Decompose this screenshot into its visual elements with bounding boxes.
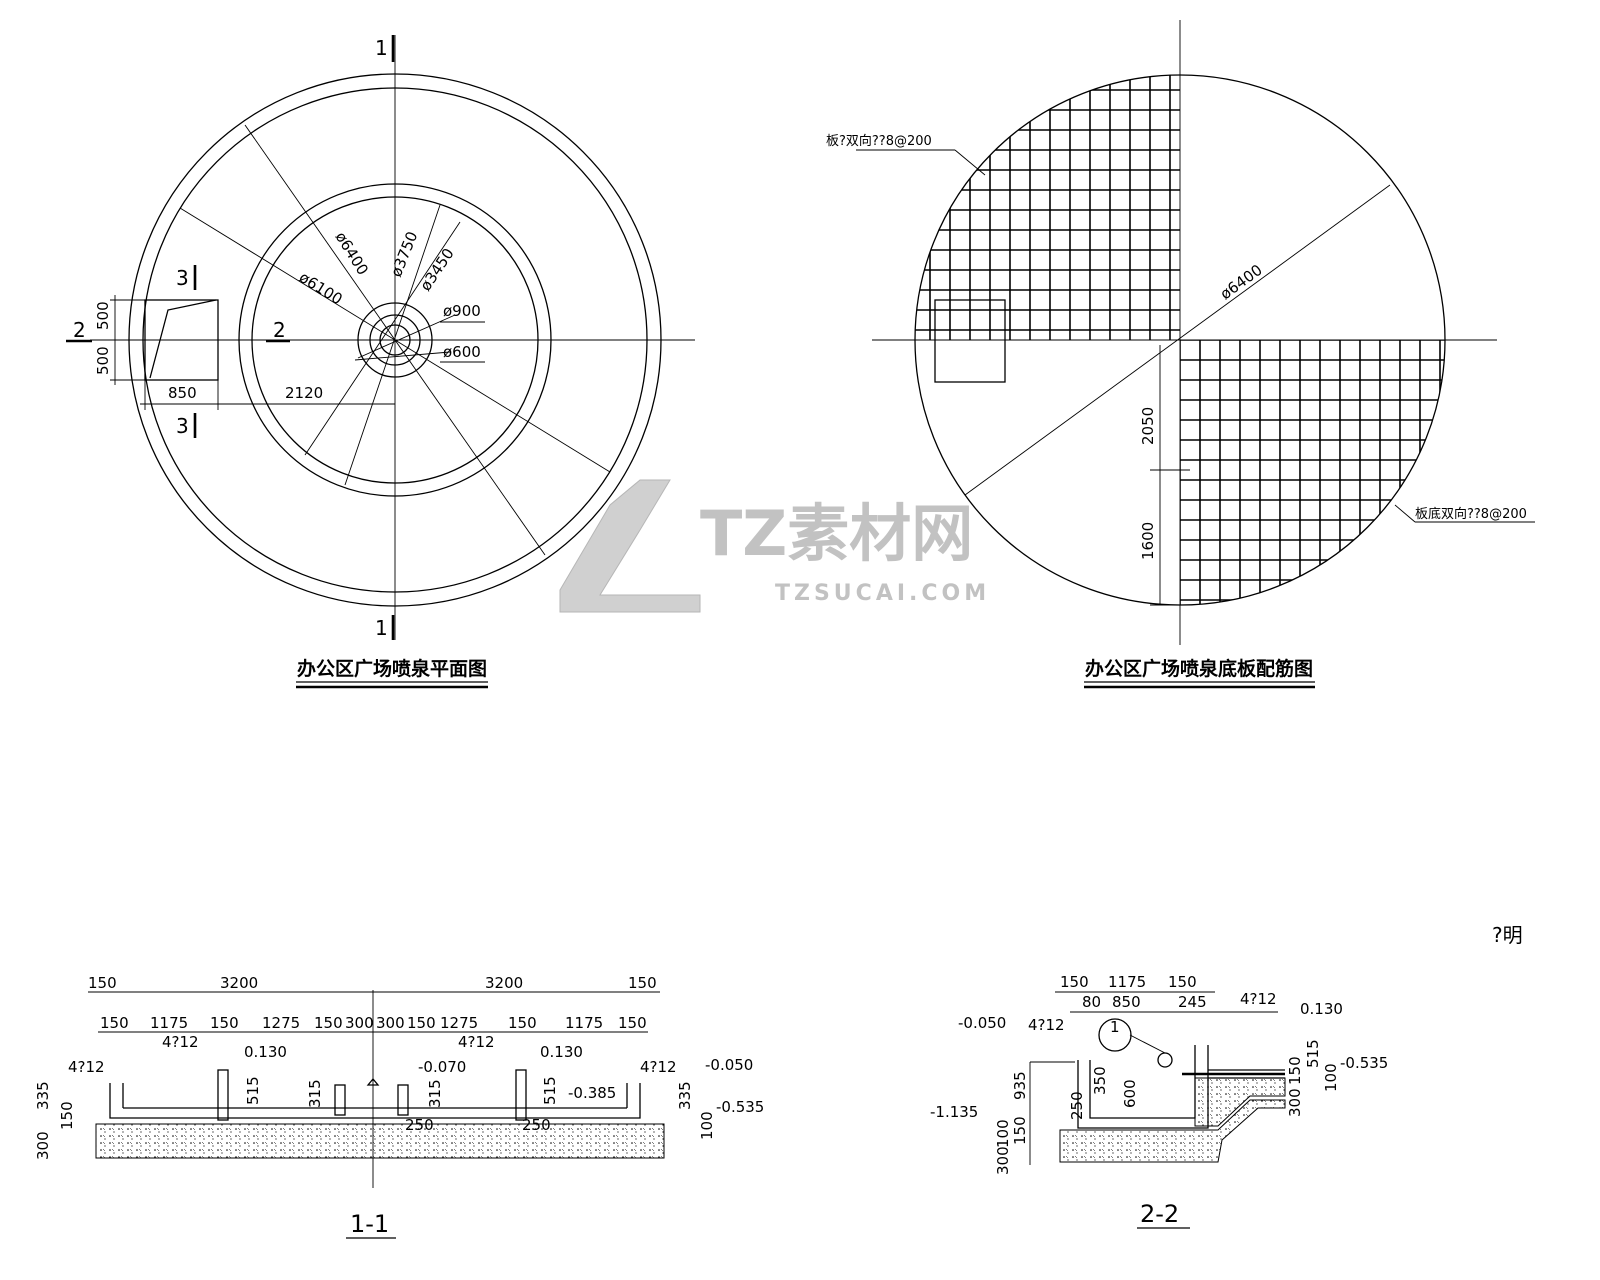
s2-h600: 600: [1121, 1079, 1139, 1108]
plan-title: 办公区广场喷泉平面图: [297, 657, 487, 680]
watermark: TZ素材网 TZSUCAI.COM: [559, 479, 990, 613]
s2-dim-sub-0: 80: [1082, 993, 1101, 1011]
section-mark-3-bottom: 3: [176, 414, 189, 438]
section-mark-2-right: 2: [273, 318, 286, 342]
s1-elev-4: -0.385: [568, 1084, 616, 1102]
rebar-diameter: ø6400: [1217, 261, 1266, 303]
s2-elev-3: 0.130: [1300, 1000, 1343, 1018]
dia-6400: ø6400: [332, 229, 372, 279]
s2-elev-4: -0.535: [1340, 1054, 1388, 1072]
s2-dim-sub-2: 245: [1178, 993, 1207, 1011]
s2-elev-1: -0.050: [958, 1014, 1006, 1032]
s1-h515-b: 515: [541, 1076, 559, 1105]
s2-h300-right: 300: [1286, 1088, 1304, 1117]
s2-h300: 300: [994, 1146, 1012, 1175]
s1-dim-top-0: 150: [88, 974, 117, 992]
s1-h315-b: 315: [426, 1079, 444, 1108]
s1-rebar-3: 4?12: [458, 1033, 495, 1051]
dim-2120: 2120: [285, 384, 323, 402]
s1-dim-sub: 150: [407, 1014, 436, 1032]
s2-h100: 100: [994, 1119, 1012, 1148]
dim-2050: 2050: [1139, 407, 1157, 445]
s1-rebar-4: 4?12: [640, 1058, 677, 1076]
s1-h250-a: 250: [405, 1116, 434, 1134]
s1-dim-top-1: 3200: [220, 974, 258, 992]
s2-h935: 935: [1011, 1071, 1029, 1100]
s2-h250: 250: [1068, 1091, 1086, 1120]
top-rebar-note: 板?双向??8@200: [826, 133, 932, 149]
s1-h150: 150: [58, 1101, 76, 1130]
section-mark-1-top: 1: [375, 36, 388, 60]
s1-dim-top-3: 150: [628, 974, 657, 992]
rebar-plan-title: 办公区广场喷泉底板配筋图: [1085, 657, 1313, 680]
s1-dim-sub: 1275: [262, 1014, 300, 1032]
section-mark-1-bottom: 1: [375, 616, 388, 640]
s1-dim-sub: 150: [508, 1014, 537, 1032]
dia-3750: ø3750: [387, 229, 421, 280]
s2-h515: 515: [1304, 1039, 1322, 1068]
section-mark-3-top: 3: [176, 266, 189, 290]
section-2-2-title: 2-2: [1140, 1200, 1179, 1228]
s1-dim-sub: 150: [618, 1014, 647, 1032]
s1-h300: 300: [34, 1131, 52, 1160]
dim-850: 850: [168, 384, 197, 402]
s1-dim-sub: 150: [100, 1014, 129, 1032]
s1-h100: 100: [698, 1111, 716, 1140]
s1-h335: 335: [34, 1081, 52, 1110]
s1-rebar-1: 4?12: [162, 1033, 199, 1051]
rebar-plan: ø6400 2050 1600 板?双向??8@200 板底双向??8@200 …: [826, 20, 1535, 689]
s1-h315-a: 315: [306, 1079, 324, 1108]
s2-h350: 350: [1091, 1066, 1109, 1095]
dia-900: ø900: [443, 302, 481, 320]
watermark-brand: TZ素材网: [700, 497, 973, 570]
dia-6100: ø6100: [296, 268, 346, 308]
watermark-logo-icon: [559, 479, 701, 613]
s2-detail-ref: 1: [1110, 1018, 1120, 1036]
s2-dim-top-0: 150: [1060, 973, 1089, 991]
s1-h335-right: 335: [676, 1081, 694, 1110]
s1-dim-sub: 300: [376, 1014, 405, 1032]
s2-h100-right: 100: [1322, 1063, 1340, 1092]
s2-h150: 150: [1011, 1116, 1029, 1145]
section-2-2: 1 150 1175 150 80 850 245 4?12 4?12 -0.0…: [930, 973, 1388, 1229]
dim-1600: 1600: [1139, 522, 1157, 560]
section-mark-2-left: 2: [73, 318, 86, 342]
s1-elev-2: 0.130: [540, 1043, 583, 1061]
s2-h150-right: 150: [1286, 1056, 1304, 1085]
rebar-mesh-bottom-right: [1180, 340, 1445, 605]
s1-elev-1: 0.130: [244, 1043, 287, 1061]
s2-rebar-left: 4?12: [1028, 1016, 1065, 1034]
s1-dim-sub: 300: [345, 1014, 374, 1032]
s1-dim-sub: 1175: [565, 1014, 603, 1032]
bottom-rebar-note: 板底双向??8@200: [1415, 506, 1527, 522]
s1-dim-sub: 150: [210, 1014, 239, 1032]
dia-600: ø600: [443, 343, 481, 361]
s1-rebar-2: 4?12: [68, 1058, 105, 1076]
s1-elev-6: -0.535: [716, 1098, 764, 1116]
dim-500-top: 500: [94, 301, 112, 330]
s2-dim-sub-1: 850: [1112, 993, 1141, 1011]
s1-h250-b: 250: [522, 1116, 551, 1134]
s2-rebar-right: 4?12: [1240, 990, 1277, 1008]
notes-label: ?明: [1492, 923, 1523, 947]
section-1-1-title: 1-1: [350, 1210, 389, 1238]
s2-dim-top-1: 1175: [1108, 973, 1146, 991]
s1-dim-sub: 1175: [150, 1014, 188, 1032]
s1-elev-3: -0.070: [418, 1058, 466, 1076]
s1-h515-a: 515: [244, 1076, 262, 1105]
dim-500-bottom: 500: [94, 346, 112, 375]
s2-dim-top-2: 150: [1168, 973, 1197, 991]
s1-elev-5: -0.050: [705, 1056, 753, 1074]
s1-dim-sub: 1275: [440, 1014, 478, 1032]
s1-dim-sub: 150: [314, 1014, 343, 1032]
s1-dim-top-2: 3200: [485, 974, 523, 992]
s2-elev-2: -1.135: [930, 1103, 978, 1121]
watermark-url: TZSUCAI.COM: [775, 581, 990, 606]
dia-3450: ø3450: [416, 245, 457, 294]
